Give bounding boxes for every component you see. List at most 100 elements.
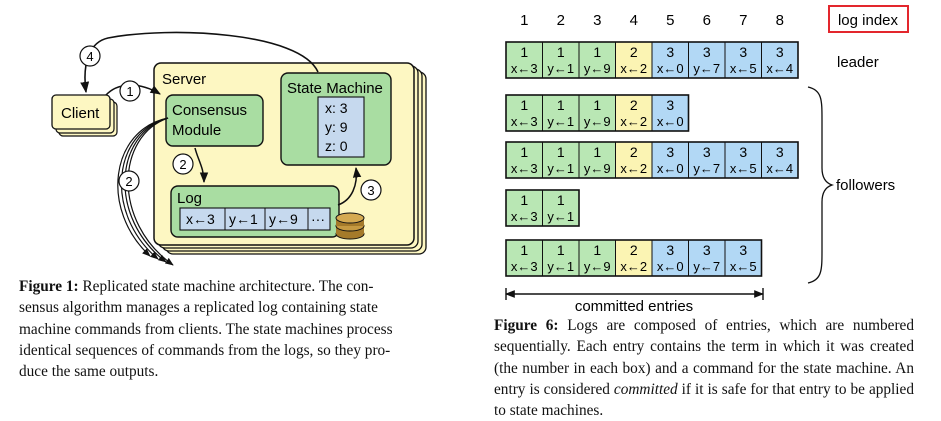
log-entry-term: 1 (557, 242, 565, 258)
log-index-label: log index (838, 12, 899, 29)
log-index-number: 2 (557, 12, 565, 29)
figure1-diagram: Server Client Consensus Module State Mac… (51, 31, 427, 266)
log-entry-command: x←5 (730, 161, 757, 176)
step-2-badge-remote: 2 (118, 170, 140, 192)
step-4-number: 4 (86, 49, 93, 64)
log-entry-command: x←2 (620, 61, 647, 76)
log-entry-cell (578, 141, 616, 179)
log-entry-term: 1 (593, 97, 601, 113)
log-entry-command: x←5 (730, 61, 757, 76)
log-entry-command: x←5 (730, 259, 757, 274)
figure6-caption: Figure 6: Logs are composed of entries, … (494, 315, 914, 421)
log-entry-command: x←3 (511, 259, 538, 274)
step-2-number-local: 2 (179, 157, 186, 172)
follower-log: 1x←31y←11y←92x←23x←03y←73x←5 (505, 239, 763, 277)
log-label: Log (177, 190, 202, 207)
log-entry-command: y←7 (693, 61, 720, 76)
log-entry-command: y←9 (584, 114, 611, 129)
log-entry-term: 1 (593, 144, 601, 160)
log-entry-more: ··· (311, 211, 325, 227)
log-entry-command: x←3 (511, 61, 538, 76)
server-label: Server (162, 71, 206, 88)
log-entry-command: x←0 (657, 114, 684, 129)
log-index-highlight-box (828, 5, 909, 33)
log-entry-command: y←1 (547, 114, 574, 129)
state-machine-label: State Machine (287, 80, 383, 97)
leader-log: 1x←31y←11y←92x←23x←03y←73x←53x←4 (505, 41, 799, 79)
log-entry-command: y←1 (547, 61, 574, 76)
log-entry-command: x←2 (620, 114, 647, 129)
step-1-badge: 1 (119, 80, 141, 102)
log-entry-cell (761, 141, 799, 179)
figure1-caption-line-4: identical sequences of commands from the… (19, 341, 391, 359)
step-1-number: 1 (126, 84, 133, 99)
figure1-caption-line-1: Replicated state machine architecture. T… (78, 278, 374, 295)
log-entry-term: 3 (739, 242, 747, 258)
log-entry-term: 1 (520, 144, 528, 160)
state-values-box (317, 96, 365, 158)
log-entry-term: 3 (703, 44, 711, 60)
log-entry-term: 3 (703, 242, 711, 258)
log-entry-term: 2 (630, 242, 638, 258)
log-entry-term: 2 (630, 97, 638, 113)
follower-log: 1x←31y←1 (505, 189, 580, 227)
log-entry-term: 1 (557, 44, 565, 60)
log-entry-term: 3 (666, 97, 674, 113)
step-2-number-remote: 2 (125, 174, 132, 189)
follower-log: 1x←31y←11y←92x←23x←03y←73x←53x←4 (505, 141, 799, 179)
state-value-z: z: 0 (325, 138, 348, 154)
log-row-border (505, 141, 799, 179)
followers-label: followers (836, 177, 895, 194)
log-entry-term: 3 (666, 44, 674, 60)
consensus-module-box (165, 94, 264, 147)
leader-label: leader (837, 54, 879, 71)
log-index-number: 8 (776, 12, 784, 29)
log-entry-cell (724, 239, 762, 277)
log-entry-term: 1 (520, 242, 528, 258)
disk-icon (335, 212, 365, 240)
log-entry-cell (578, 41, 616, 79)
log-entry-term: 3 (666, 144, 674, 160)
log-entry-term: 3 (776, 144, 784, 160)
log-entry-command: x←4 (766, 61, 793, 76)
followers-brace (807, 86, 835, 284)
log-entries-box (179, 207, 331, 231)
log-entry-term: 3 (739, 44, 747, 60)
log-entry-command: x←0 (657, 61, 684, 76)
log-index-number: 4 (630, 12, 638, 29)
log-entry-cell (615, 141, 653, 179)
log-entry-term: 3 (776, 44, 784, 60)
figure1-caption-line-5: duce the same outputs. (19, 363, 159, 381)
log-entry-term: 1 (557, 97, 565, 113)
log-entry-3: y←9 (269, 211, 298, 227)
log-entry-command: x←4 (766, 161, 793, 176)
log-entry-2: y←1 (229, 211, 258, 227)
log-entry-cell (688, 141, 726, 179)
log-entry-command: x←2 (620, 161, 647, 176)
arrow-step2-local (194, 147, 209, 184)
log-entry-term: 3 (739, 144, 747, 160)
state-value-x: x: 3 (325, 100, 348, 116)
step-2-badge-local: 2 (172, 153, 194, 175)
client-box (51, 94, 111, 130)
log-entry-command: y←7 (693, 259, 720, 274)
log-rows: 1x←31y←11y←92x←23x←03y←73x←53x←41x←31y←1… (505, 41, 799, 277)
log-entry-command: y←9 (584, 259, 611, 274)
log-entry-command: x←0 (657, 259, 684, 274)
log-index-number: 5 (666, 12, 674, 29)
log-entry-command: y←9 (584, 161, 611, 176)
log-entry-command: y←1 (547, 209, 574, 224)
step-4-badge: 4 (79, 45, 101, 67)
log-row-border (505, 189, 580, 227)
log-entry-command: y←9 (584, 61, 611, 76)
log-index-number: 6 (703, 12, 711, 29)
log-index-number: 3 (593, 12, 601, 29)
log-entry-command: x←2 (620, 259, 647, 274)
log-row-border (505, 94, 690, 132)
log-entry-command: x←0 (657, 161, 684, 176)
log-entry-term: 1 (520, 44, 528, 60)
log-index-number: 7 (739, 12, 747, 29)
log-entry-term: 3 (666, 242, 674, 258)
log-entry-cell (615, 41, 653, 79)
